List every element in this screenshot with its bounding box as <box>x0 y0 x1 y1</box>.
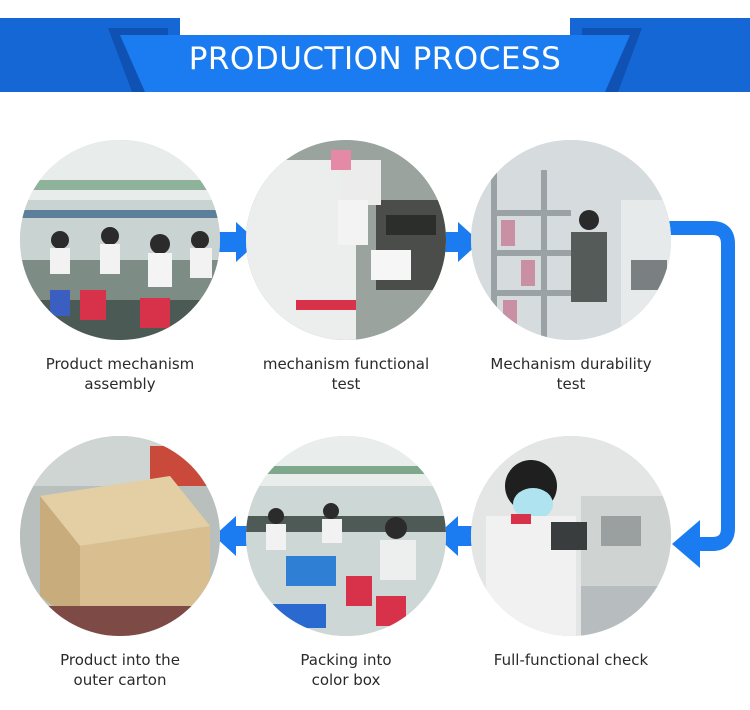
header-banner: PRODUCTION PROCESS <box>0 0 750 110</box>
step-full-functional-check: Full-functional check <box>471 436 671 669</box>
step-caption: Full-functional check <box>493 651 649 669</box>
step-photo <box>246 140 446 340</box>
step-photo <box>246 436 446 636</box>
step-photo <box>20 140 220 340</box>
arrow-left-icon <box>436 516 476 556</box>
step-photo <box>471 140 671 340</box>
step-photo <box>20 436 220 636</box>
arrow-right-icon <box>440 222 480 262</box>
page-title: PRODUCTION PROCESS <box>188 41 562 77</box>
arrow-left-icon <box>214 516 254 556</box>
banner-shape <box>0 18 750 92</box>
arrow-right-icon <box>218 222 258 262</box>
step-photo <box>471 436 671 636</box>
